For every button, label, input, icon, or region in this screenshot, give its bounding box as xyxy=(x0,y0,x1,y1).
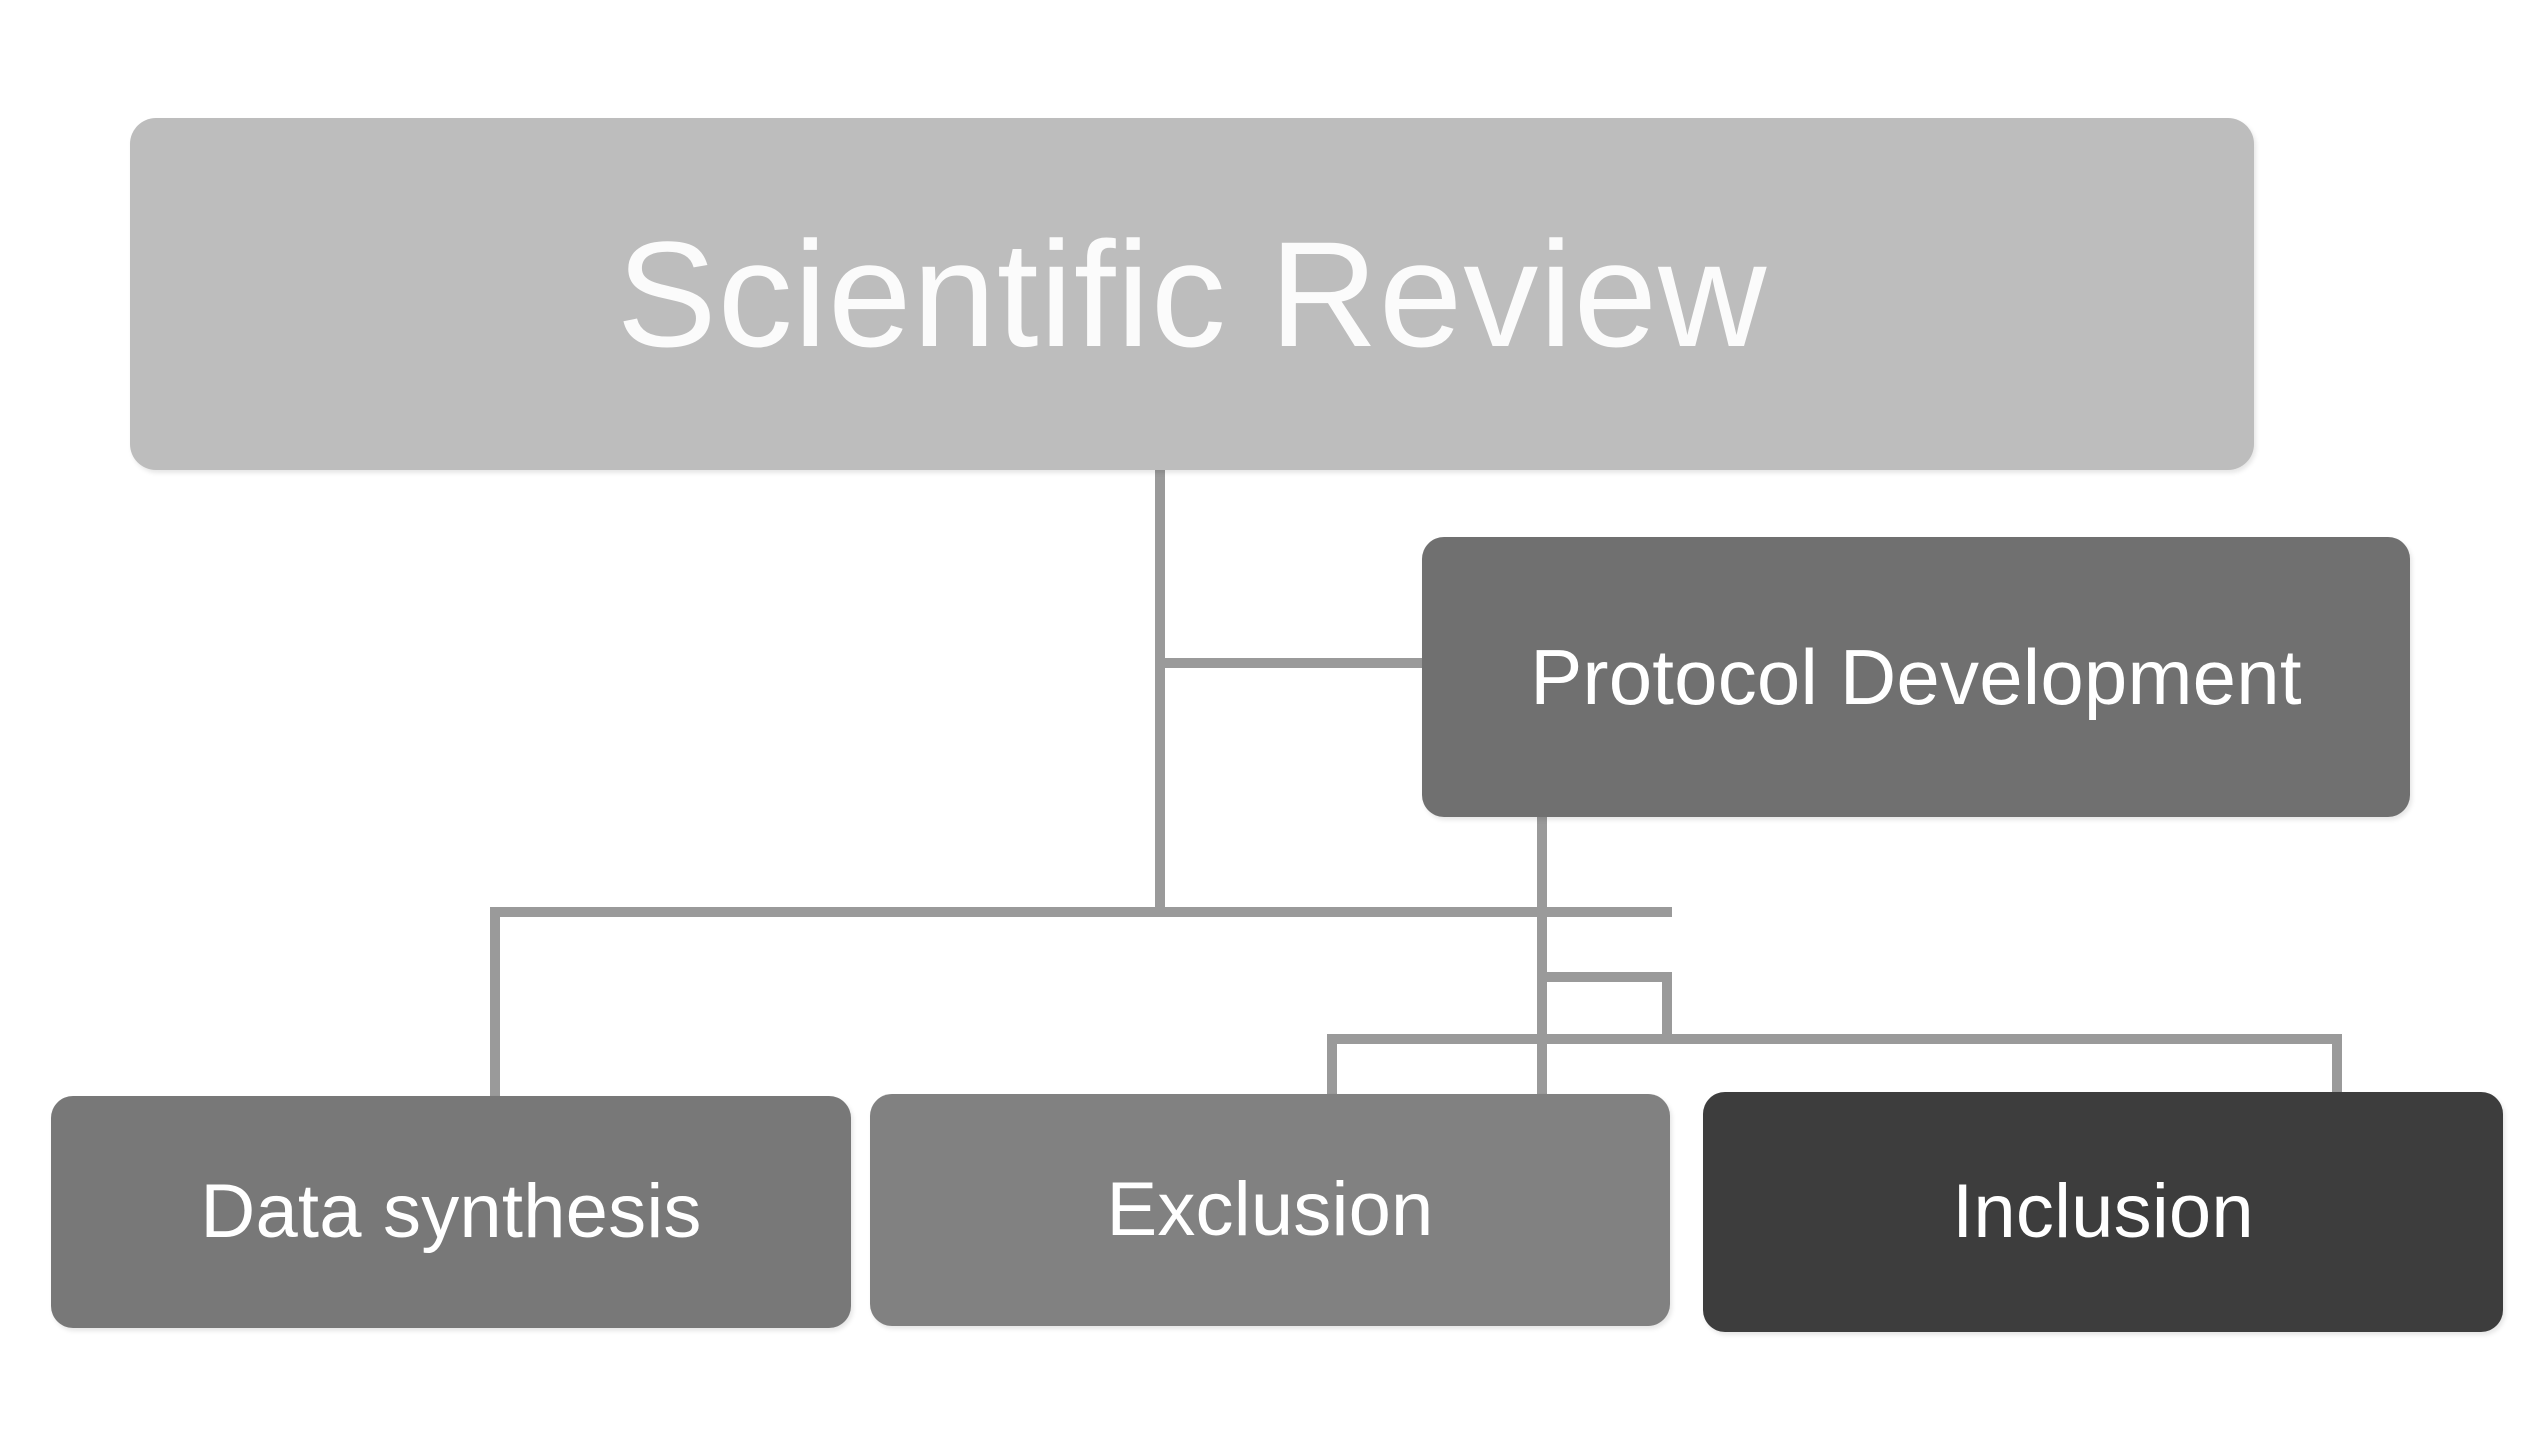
connector-root-to-protocol xyxy=(1155,658,1427,668)
node-inclusion-label: Inclusion xyxy=(1952,1169,2254,1254)
connector-protocol-trunk xyxy=(1537,817,1547,1039)
node-data-synthesis-label: Data synthesis xyxy=(200,1169,702,1254)
node-protocol-development-label: Protocol Development xyxy=(1530,633,2302,721)
connector-lower-horizontal-bus xyxy=(1327,1034,2342,1044)
connector-drop-to-exclusion xyxy=(1327,1034,1337,1098)
node-scientific-review[interactable]: Scientific Review xyxy=(130,118,2254,470)
connector-drop-to-inclusion xyxy=(2332,1034,2342,1098)
node-exclusion[interactable]: Exclusion xyxy=(870,1094,1670,1326)
node-exclusion-label: Exclusion xyxy=(1106,1167,1434,1252)
node-inclusion[interactable]: Inclusion xyxy=(1703,1092,2503,1332)
connector-drop-to-inclusion-center xyxy=(1537,1034,1547,1094)
connector-protocol-horizontal-bus xyxy=(1537,972,1672,982)
node-data-synthesis[interactable]: Data synthesis xyxy=(51,1096,851,1328)
node-scientific-review-label: Scientific Review xyxy=(616,210,1768,378)
connector-root-horizontal-bus xyxy=(490,907,1672,917)
connector-drop-to-data-synthesis xyxy=(490,907,500,1099)
connector-root-trunk xyxy=(1155,468,1165,912)
node-protocol-development[interactable]: Protocol Development xyxy=(1422,537,2410,817)
connector-bus-link xyxy=(1662,972,1672,1044)
